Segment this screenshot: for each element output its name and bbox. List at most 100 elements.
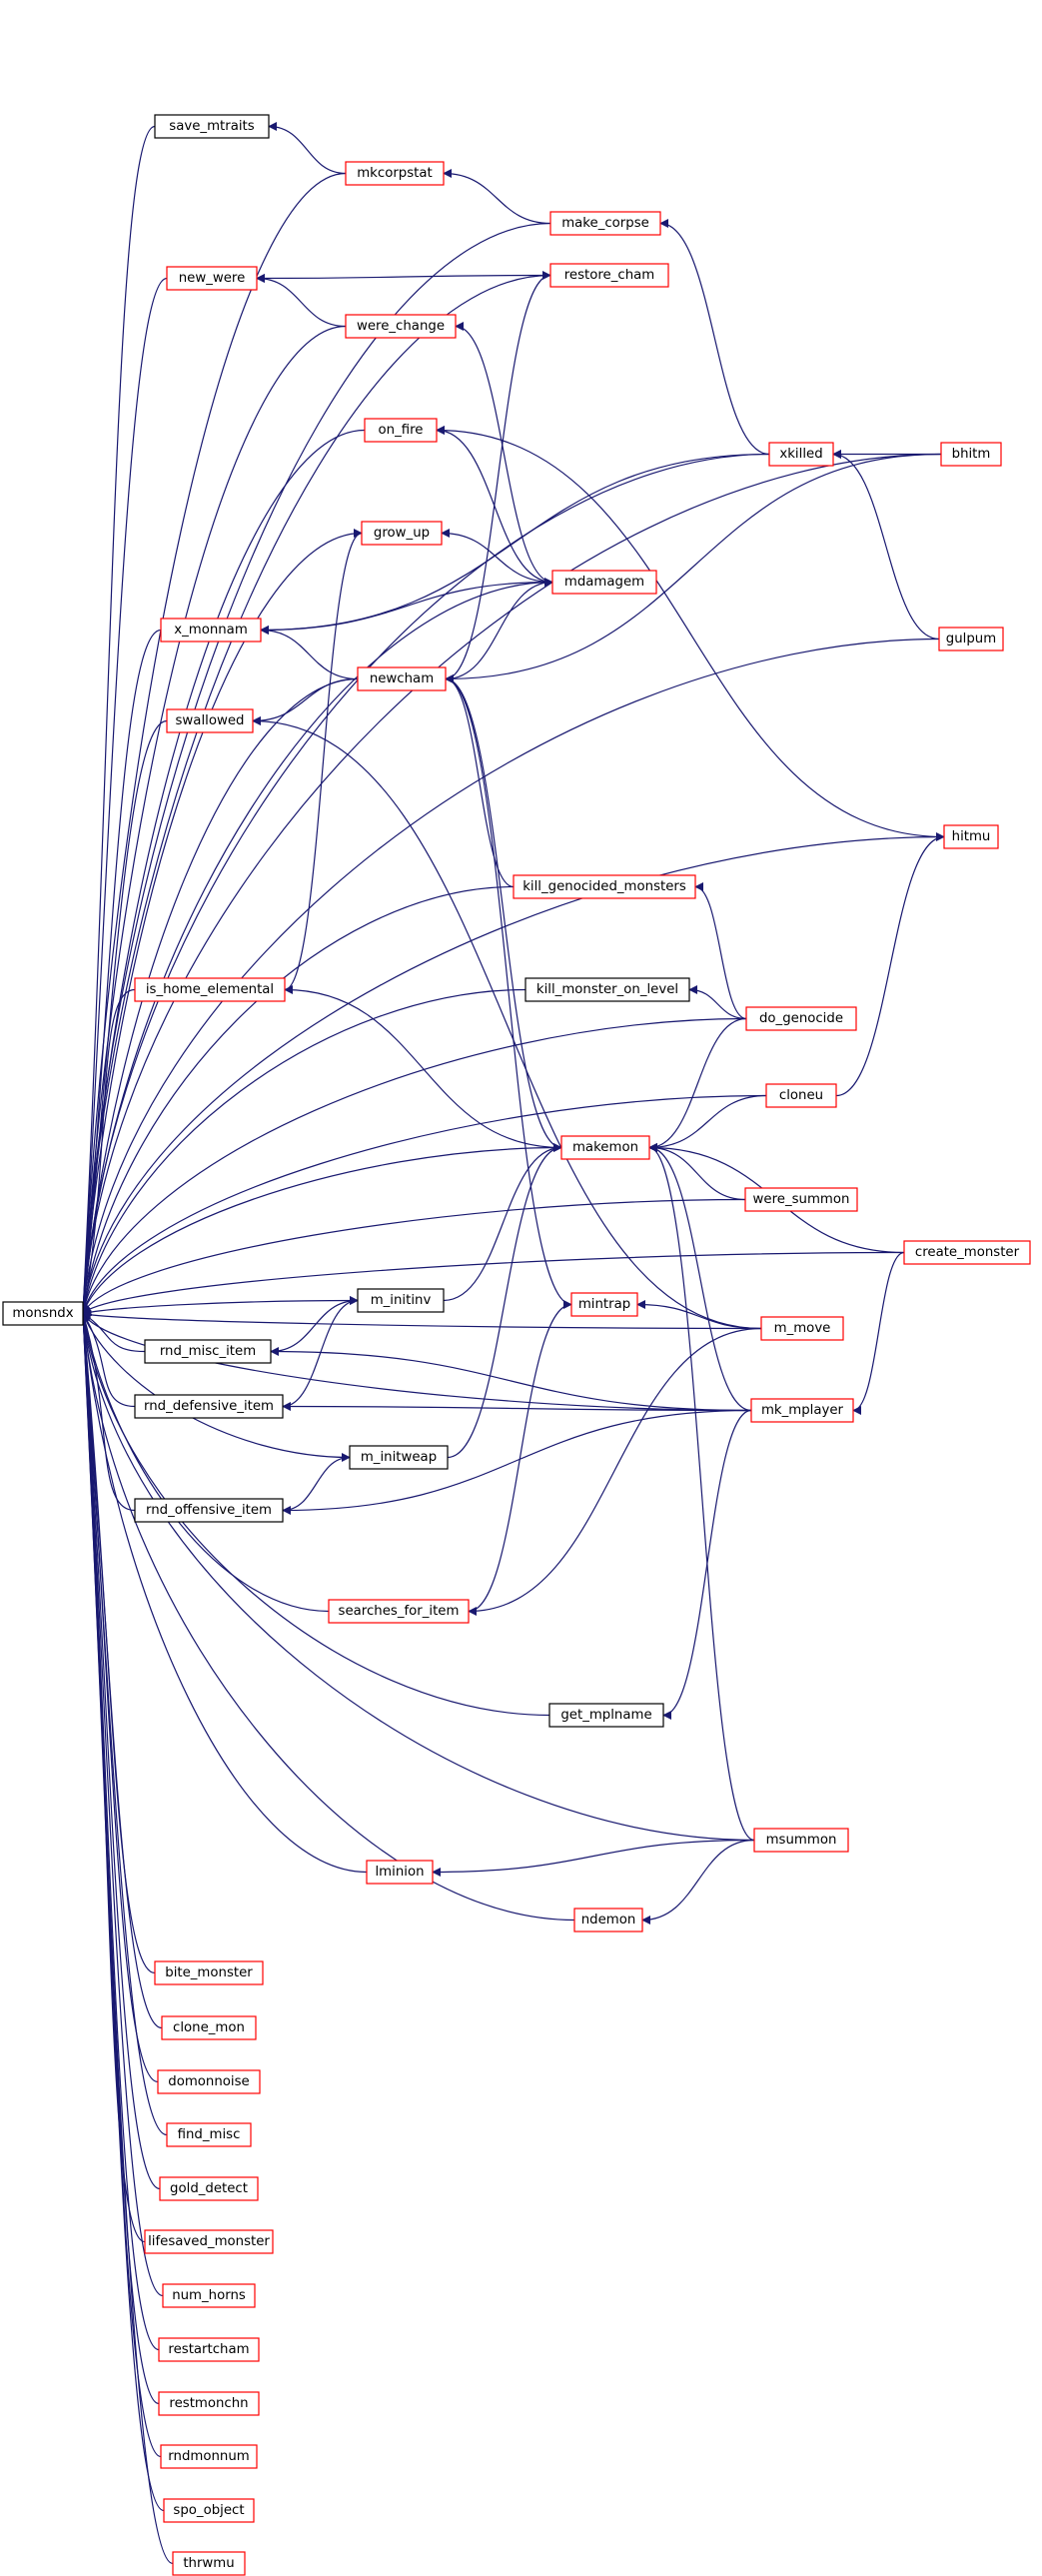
node-thrwmu[interactable]: thrwmu	[172, 2551, 246, 2576]
edge-mk_mplayer-to-rnd_misc_item	[270, 1347, 752, 1412]
edge-msummon-to-ndemon	[641, 1839, 755, 1925]
node-label: m_initinv	[371, 1293, 432, 1308]
node-cloneu[interactable]: cloneu	[765, 1083, 837, 1108]
node-msummon[interactable]: msummon	[753, 1828, 849, 1853]
node-hitmu[interactable]: hitmu	[943, 824, 999, 849]
edge-cloneu-to-monsndx	[80, 1094, 767, 1315]
node-restore_cham[interactable]: restore_cham	[549, 263, 669, 288]
node-box	[524, 977, 690, 1002]
node-xkilled[interactable]: xkilled	[768, 442, 834, 467]
node-clone_mon[interactable]: clone_mon	[161, 2015, 257, 2040]
edge-mintrap-to-newcham	[445, 674, 572, 1306]
node-newcham[interactable]: newcham	[357, 666, 447, 691]
node-box	[760, 1316, 844, 1341]
node-mk_mplayer[interactable]: mk_mplayer	[750, 1398, 854, 1423]
node-new_were[interactable]: new_were	[166, 266, 258, 291]
node-save_mtraits: save_mtraits	[154, 114, 270, 139]
node-swallowed[interactable]: swallowed	[166, 708, 254, 733]
node-label: x_monnam	[174, 623, 248, 638]
node-domonnoise[interactable]: domonnoise	[157, 2069, 261, 2094]
node-label: rnd_defensive_item	[144, 1399, 274, 1414]
node-mintrap[interactable]: mintrap	[570, 1292, 638, 1317]
node-bhitm[interactable]: bhitm	[940, 442, 1002, 467]
node-get_mplname: get_mplname	[548, 1703, 664, 1728]
node-num_horns[interactable]: num_horns	[162, 2283, 256, 2308]
edge-m_initweap-to-makemon	[447, 1143, 562, 1459]
node-box	[750, 1398, 854, 1423]
node-were_change[interactable]: were_change	[345, 314, 457, 339]
node-label: mk_mplayer	[761, 1403, 844, 1418]
node-mdamagem[interactable]: mdamagem	[551, 570, 657, 595]
node-box	[163, 2498, 255, 2523]
node-kill_genocided_monsters[interactable]: kill_genocided_monsters	[513, 874, 696, 899]
node-label: ndemon	[581, 1913, 636, 1928]
node-makemon[interactable]: makemon	[560, 1135, 650, 1160]
node-box	[166, 2122, 252, 2147]
node-box	[345, 161, 445, 186]
node-label: lifesaved_monster	[148, 2234, 270, 2249]
node-create_monster[interactable]: create_monster	[903, 1240, 1031, 1265]
node-box	[765, 1083, 837, 1108]
node-gulpum[interactable]: gulpum	[938, 627, 1004, 651]
node-box	[560, 1135, 650, 1160]
edge-mdamagem-to-were_change	[455, 322, 553, 584]
edge-mdamagem-to-x_monnam	[260, 581, 553, 635]
node-label: spo_object	[173, 2503, 244, 2518]
node-on_fire[interactable]: on_fire	[364, 418, 438, 443]
node-label: were_summon	[753, 1192, 850, 1207]
node-rnd_offensive_item: rnd_offensive_item	[134, 1498, 284, 1523]
node-rnd_misc_item: rnd_misc_item	[144, 1339, 272, 1364]
edge-kill_genocided_monsters-to-monsndx	[79, 885, 515, 1315]
node-bite_monster[interactable]: bite_monster	[154, 1960, 264, 1985]
node-searches_for_item[interactable]: searches_for_item	[328, 1599, 470, 1624]
node-restmonchn[interactable]: restmonchn	[158, 2391, 260, 2416]
node-restartcham[interactable]: restartcham	[158, 2337, 260, 2362]
node-box	[158, 2337, 260, 2362]
node-label: clone_mon	[173, 2020, 245, 2035]
node-lifesaved_monster[interactable]: lifesaved_monster	[144, 2229, 274, 2254]
edge-m_initweap-to-monsndx	[81, 1312, 351, 1459]
edge-newcham-to-mdamagem	[445, 578, 553, 680]
node-is_home_elemental[interactable]: is_home_elemental	[134, 977, 286, 1002]
node-were_summon[interactable]: were_summon	[744, 1187, 858, 1212]
edge-do_genocide-to-monsndx	[80, 1017, 747, 1315]
node-do_genocide[interactable]: do_genocide	[745, 1006, 857, 1031]
node-box	[768, 442, 834, 467]
node-label: makemon	[572, 1140, 638, 1155]
node-label: m_initweap	[361, 1450, 437, 1465]
node-gold_detect[interactable]: gold_detect	[159, 2176, 259, 2201]
node-lminion[interactable]: lminion	[366, 1860, 434, 1885]
node-spo_object[interactable]: spo_object	[163, 2498, 255, 2523]
edge-hitmu-to-monsndx	[79, 835, 945, 1315]
node-label: get_mplname	[560, 1708, 651, 1723]
node-box	[144, 1339, 272, 1364]
edge-mk_mplayer-to-rnd_defensive_item	[282, 1402, 752, 1412]
edge-mk_mplayer-to-monsndx	[82, 1312, 752, 1412]
node-box	[940, 442, 1002, 467]
node-box	[134, 1498, 284, 1523]
edge-msummon-to-makemon	[648, 1143, 755, 1842]
node-find_misc[interactable]: find_misc	[166, 2122, 252, 2147]
node-rndmonnum[interactable]: rndmonnum	[160, 2444, 258, 2469]
node-box	[2, 1301, 84, 1326]
edge-were_change-to-monsndx	[79, 325, 347, 1315]
node-rnd_defensive_item: rnd_defensive_item	[134, 1394, 284, 1419]
edge-x_monnam-to-monsndx	[79, 629, 162, 1315]
node-mkcorpstat[interactable]: mkcorpstat	[345, 161, 445, 186]
edge-on_fire-to-monsndx	[79, 429, 366, 1315]
node-grow_up[interactable]: grow_up	[361, 521, 443, 546]
edge-newcham-to-swallowed	[252, 677, 359, 725]
node-box	[943, 824, 999, 849]
node-box	[549, 263, 669, 288]
node-label: kill_genocided_monsters	[522, 879, 686, 894]
node-label: restmonchn	[169, 2396, 248, 2411]
node-ndemon[interactable]: ndemon	[573, 1908, 643, 1932]
node-x_monnam[interactable]: x_monnam	[160, 618, 262, 643]
edge-were_change-to-new_were	[256, 274, 347, 328]
node-m_move[interactable]: m_move	[760, 1316, 844, 1341]
edge-restore_cham-to-monsndx	[78, 274, 551, 1315]
node-make_corpse[interactable]: make_corpse	[549, 211, 661, 236]
node-box	[357, 1288, 445, 1313]
node-label: mdamagem	[564, 575, 644, 590]
edge-lminion-to-monsndx	[79, 1312, 368, 1874]
